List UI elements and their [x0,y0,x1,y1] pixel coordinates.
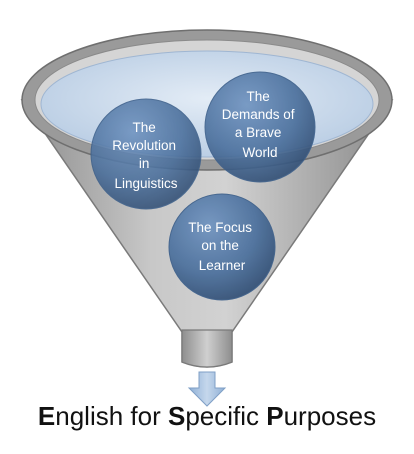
caption-part: urposes [283,401,377,431]
input-circle-revolution: The Revolution in Linguistics [90,98,202,210]
caption-part: S [167,401,186,431]
caption-part: P [266,401,284,431]
funnel-spout [181,329,233,368]
input-label-line: The Focus [188,220,252,235]
input-label-line: a Brave [235,125,282,140]
input-label-line: The [246,89,269,104]
input-label-revolution: The Revolution in Linguistics [112,120,180,191]
input-label-focus: The Focus on the Learner [188,220,256,273]
caption-part: pecific [185,401,267,431]
input-label-demands: The Demands of a Brave World [222,89,299,160]
caption-part: nglish for [55,401,168,431]
input-label-line: on the [201,238,239,253]
input-circle-demands: The Demands of a Brave World [204,71,316,183]
output-arrow [187,371,227,407]
input-label-line: Learner [199,258,246,273]
output-caption: English for Specific Purposes [0,396,414,436]
caption-part: E [37,401,56,431]
input-label-line: Revolution [112,138,176,153]
input-label-line: World [242,145,277,160]
input-label-line: The [132,120,155,135]
input-label-line: in [139,156,150,171]
input-label-line: Linguistics [114,176,177,191]
input-circle-focus: The Focus on the Learner [168,193,276,301]
input-label-line: Demands of [222,107,295,122]
